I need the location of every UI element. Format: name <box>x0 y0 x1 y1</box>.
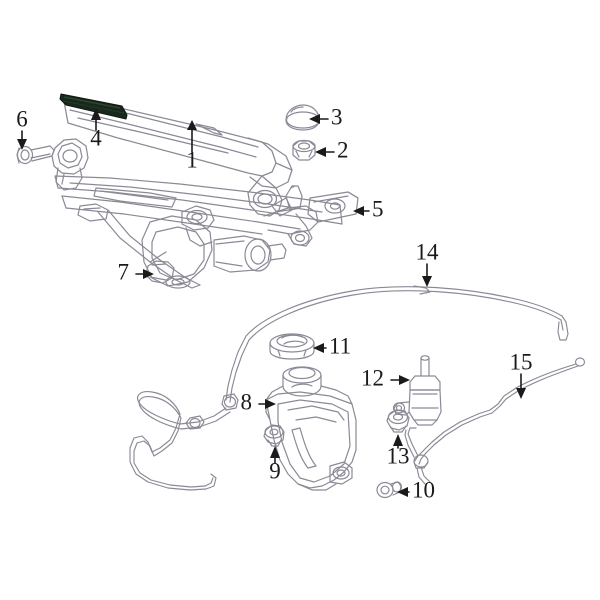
wiper-linkage-assembly <box>51 138 359 289</box>
callout-number-6: 6 <box>16 106 28 131</box>
callout-number-2: 2 <box>337 137 349 162</box>
wiper-blade-highlight <box>59 93 128 120</box>
washer-hose-upper-part <box>129 285 569 491</box>
callout-number-15: 15 <box>510 349 533 374</box>
reservoir-filler-cap-part <box>269 333 315 360</box>
pump-grommet-part <box>386 409 410 433</box>
wiper-module-nut-part <box>145 260 175 284</box>
callout-number-4: 4 <box>90 125 102 150</box>
callout-numbers: 1 2 3 4 5 6 7 8 9 10 11 12 13 14 15 <box>16 104 532 502</box>
callout-number-7: 7 <box>118 259 130 284</box>
callout-number-11: 11 <box>329 333 351 358</box>
callout-number-9: 9 <box>269 458 281 483</box>
callout-number-1: 1 <box>186 147 198 172</box>
callout-number-5: 5 <box>372 196 384 221</box>
callout-number-13: 13 <box>387 443 410 468</box>
callout-leaders <box>17 108 526 497</box>
reservoir-grommet-part <box>263 424 285 447</box>
callout-number-10: 10 <box>412 477 435 502</box>
callout-number-8: 8 <box>241 389 253 414</box>
callout-number-14: 14 <box>416 239 440 264</box>
callout-number-3: 3 <box>331 104 343 129</box>
washer-hose-connector-part <box>376 481 403 499</box>
callout-number-12: 12 <box>361 365 384 390</box>
wiper-arm-nut-part <box>292 139 316 161</box>
washer-hose-lower-part <box>404 357 586 485</box>
